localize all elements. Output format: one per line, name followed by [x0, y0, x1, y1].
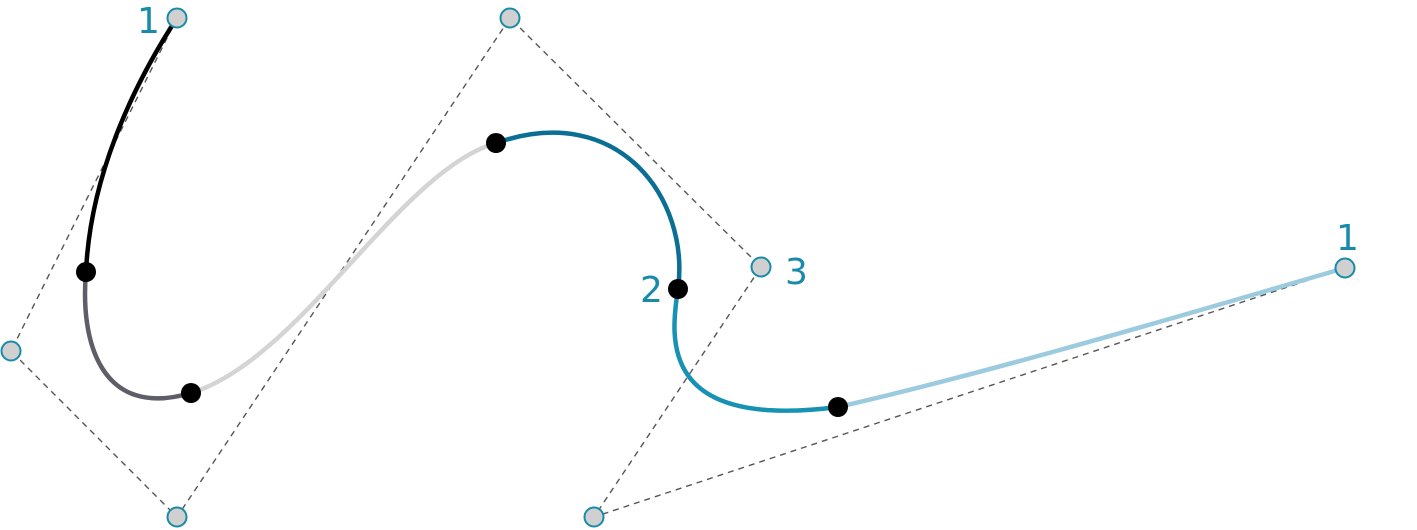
- control-point-icon: [166, 506, 188, 528]
- curve-segment-4: [493, 130, 682, 292]
- control-point-icon: [0, 340, 22, 362]
- curve-segment-1: [83, 15, 180, 275]
- control-point-icon: [499, 7, 521, 29]
- curve-segment-5: [672, 286, 841, 413]
- weight-label-1: 1: [137, 1, 160, 42]
- control-points: [0, 7, 1356, 528]
- weight-label-4: 1: [1336, 218, 1359, 259]
- weight-labels: 1 2 3 1: [137, 1, 1359, 311]
- curve-segment-3: [188, 140, 499, 396]
- control-point-icon: [750, 256, 772, 278]
- control-point-icon: [583, 506, 605, 528]
- curve-point-icon: [828, 397, 848, 417]
- curve: [82, 15, 1348, 413]
- curve-point-icon: [486, 133, 506, 153]
- curve-point-icon: [668, 279, 688, 299]
- curve-points: [76, 133, 848, 417]
- control-point-icon: [1334, 257, 1356, 279]
- weight-label-2: 2: [640, 270, 663, 311]
- curve-point-icon: [181, 383, 201, 403]
- weight-label-3: 3: [785, 252, 808, 293]
- curve-segment-6: [835, 265, 1348, 410]
- curve-point-icon: [76, 262, 96, 282]
- curve-segment-2: [82, 269, 194, 401]
- control-point-icon: [166, 7, 188, 29]
